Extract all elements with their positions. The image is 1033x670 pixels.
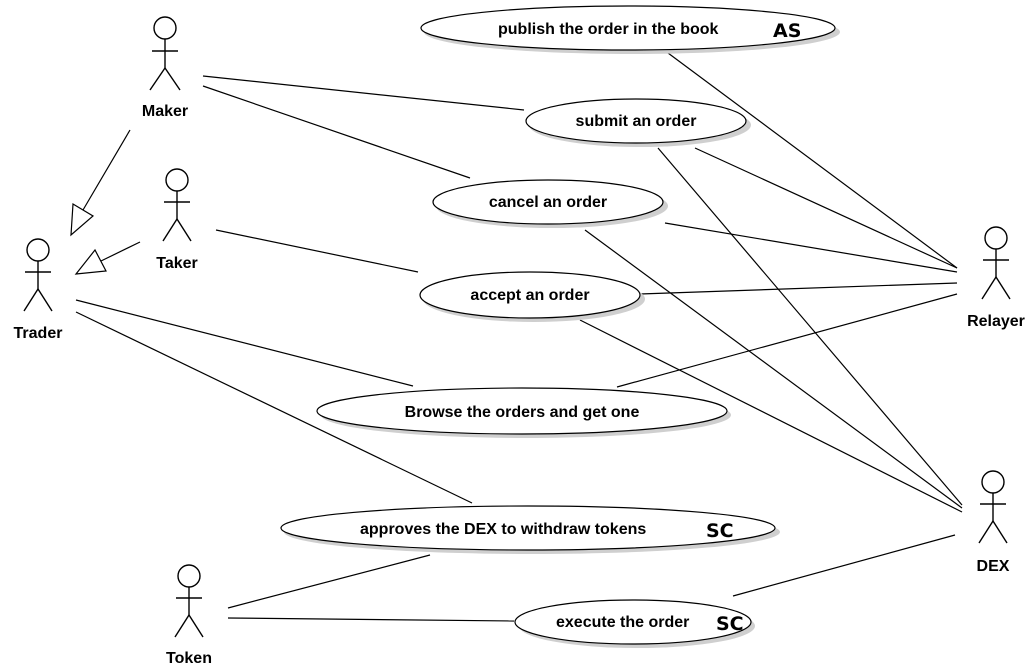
use-case-accept: accept an order: [419, 271, 645, 322]
actor-label: DEX: [977, 558, 1010, 575]
associations: [75, 52, 963, 622]
actor-label: Maker: [142, 103, 188, 120]
actor-figure-icon: [162, 168, 192, 242]
association-token-approve: [227, 554, 431, 609]
use-case-label: Browse the orders and get one: [405, 404, 640, 421]
use-case-label: submit an order: [576, 113, 697, 130]
actor-trader: Trader: [14, 238, 63, 342]
use-case-label: accept an order: [470, 287, 589, 304]
actor-figure-icon: [149, 16, 181, 91]
association-accept-relayer: [639, 282, 958, 295]
use-case-cancel: cancel an order: [432, 179, 668, 228]
association-execute-dex: [732, 534, 956, 597]
use-case-ellipse: [316, 387, 728, 435]
association-browse-relayer: [616, 293, 958, 388]
actor-figure-icon: [23, 238, 53, 312]
actor-token: Token: [166, 564, 212, 667]
actor-label: Trader: [14, 325, 63, 342]
use-case-ellipse: [420, 5, 836, 51]
association-maker-submit: [202, 75, 525, 111]
actor-figure-icon: [981, 226, 1011, 300]
use-case-ellipse: [525, 98, 747, 144]
actor-figure-icon: [978, 470, 1008, 544]
association-maker-cancel: [202, 85, 471, 179]
actor-relayer: Relayer: [967, 226, 1025, 330]
use-case-label: cancel an order: [489, 194, 607, 211]
actor-maker: Maker: [142, 16, 188, 120]
actor-taker: Taker: [156, 168, 198, 272]
association-token-execute: [227, 617, 515, 622]
actor-dex: DEX: [977, 470, 1010, 575]
use-case-ellipse: [419, 271, 641, 319]
generalization-maker-trader-line: [82, 129, 131, 211]
actor-figure-icon: [174, 564, 204, 638]
generalization-maker-trader-arrowhead: [70, 202, 95, 237]
association-trader-browse: [75, 299, 414, 387]
actor-label: Token: [166, 650, 212, 667]
association-cancel-dex: [584, 229, 963, 509]
actor-label: Relayer: [967, 313, 1025, 330]
generalization-taker-trader-arrowhead: [74, 248, 107, 275]
use-case-ellipse: [514, 599, 752, 645]
association-submit-relayer: [694, 147, 958, 269]
generalization-taker-trader-line: [100, 241, 141, 262]
association-submit-dex: [657, 147, 963, 506]
association-accept-dex: [579, 319, 963, 513]
use-case-submit: submit an order: [525, 98, 751, 147]
association-publish-relayer: [667, 52, 958, 269]
association-taker-accept: [215, 229, 419, 273]
use-case-ellipse: [432, 179, 664, 225]
actor-label: Taker: [156, 255, 198, 272]
generalizations: [70, 129, 141, 275]
use-case-browse: Browse the orders and get one: [316, 387, 731, 438]
use-case-ellipse: [280, 505, 776, 551]
association-cancel-relayer: [664, 222, 958, 273]
association-trader-approve: [75, 311, 473, 504]
